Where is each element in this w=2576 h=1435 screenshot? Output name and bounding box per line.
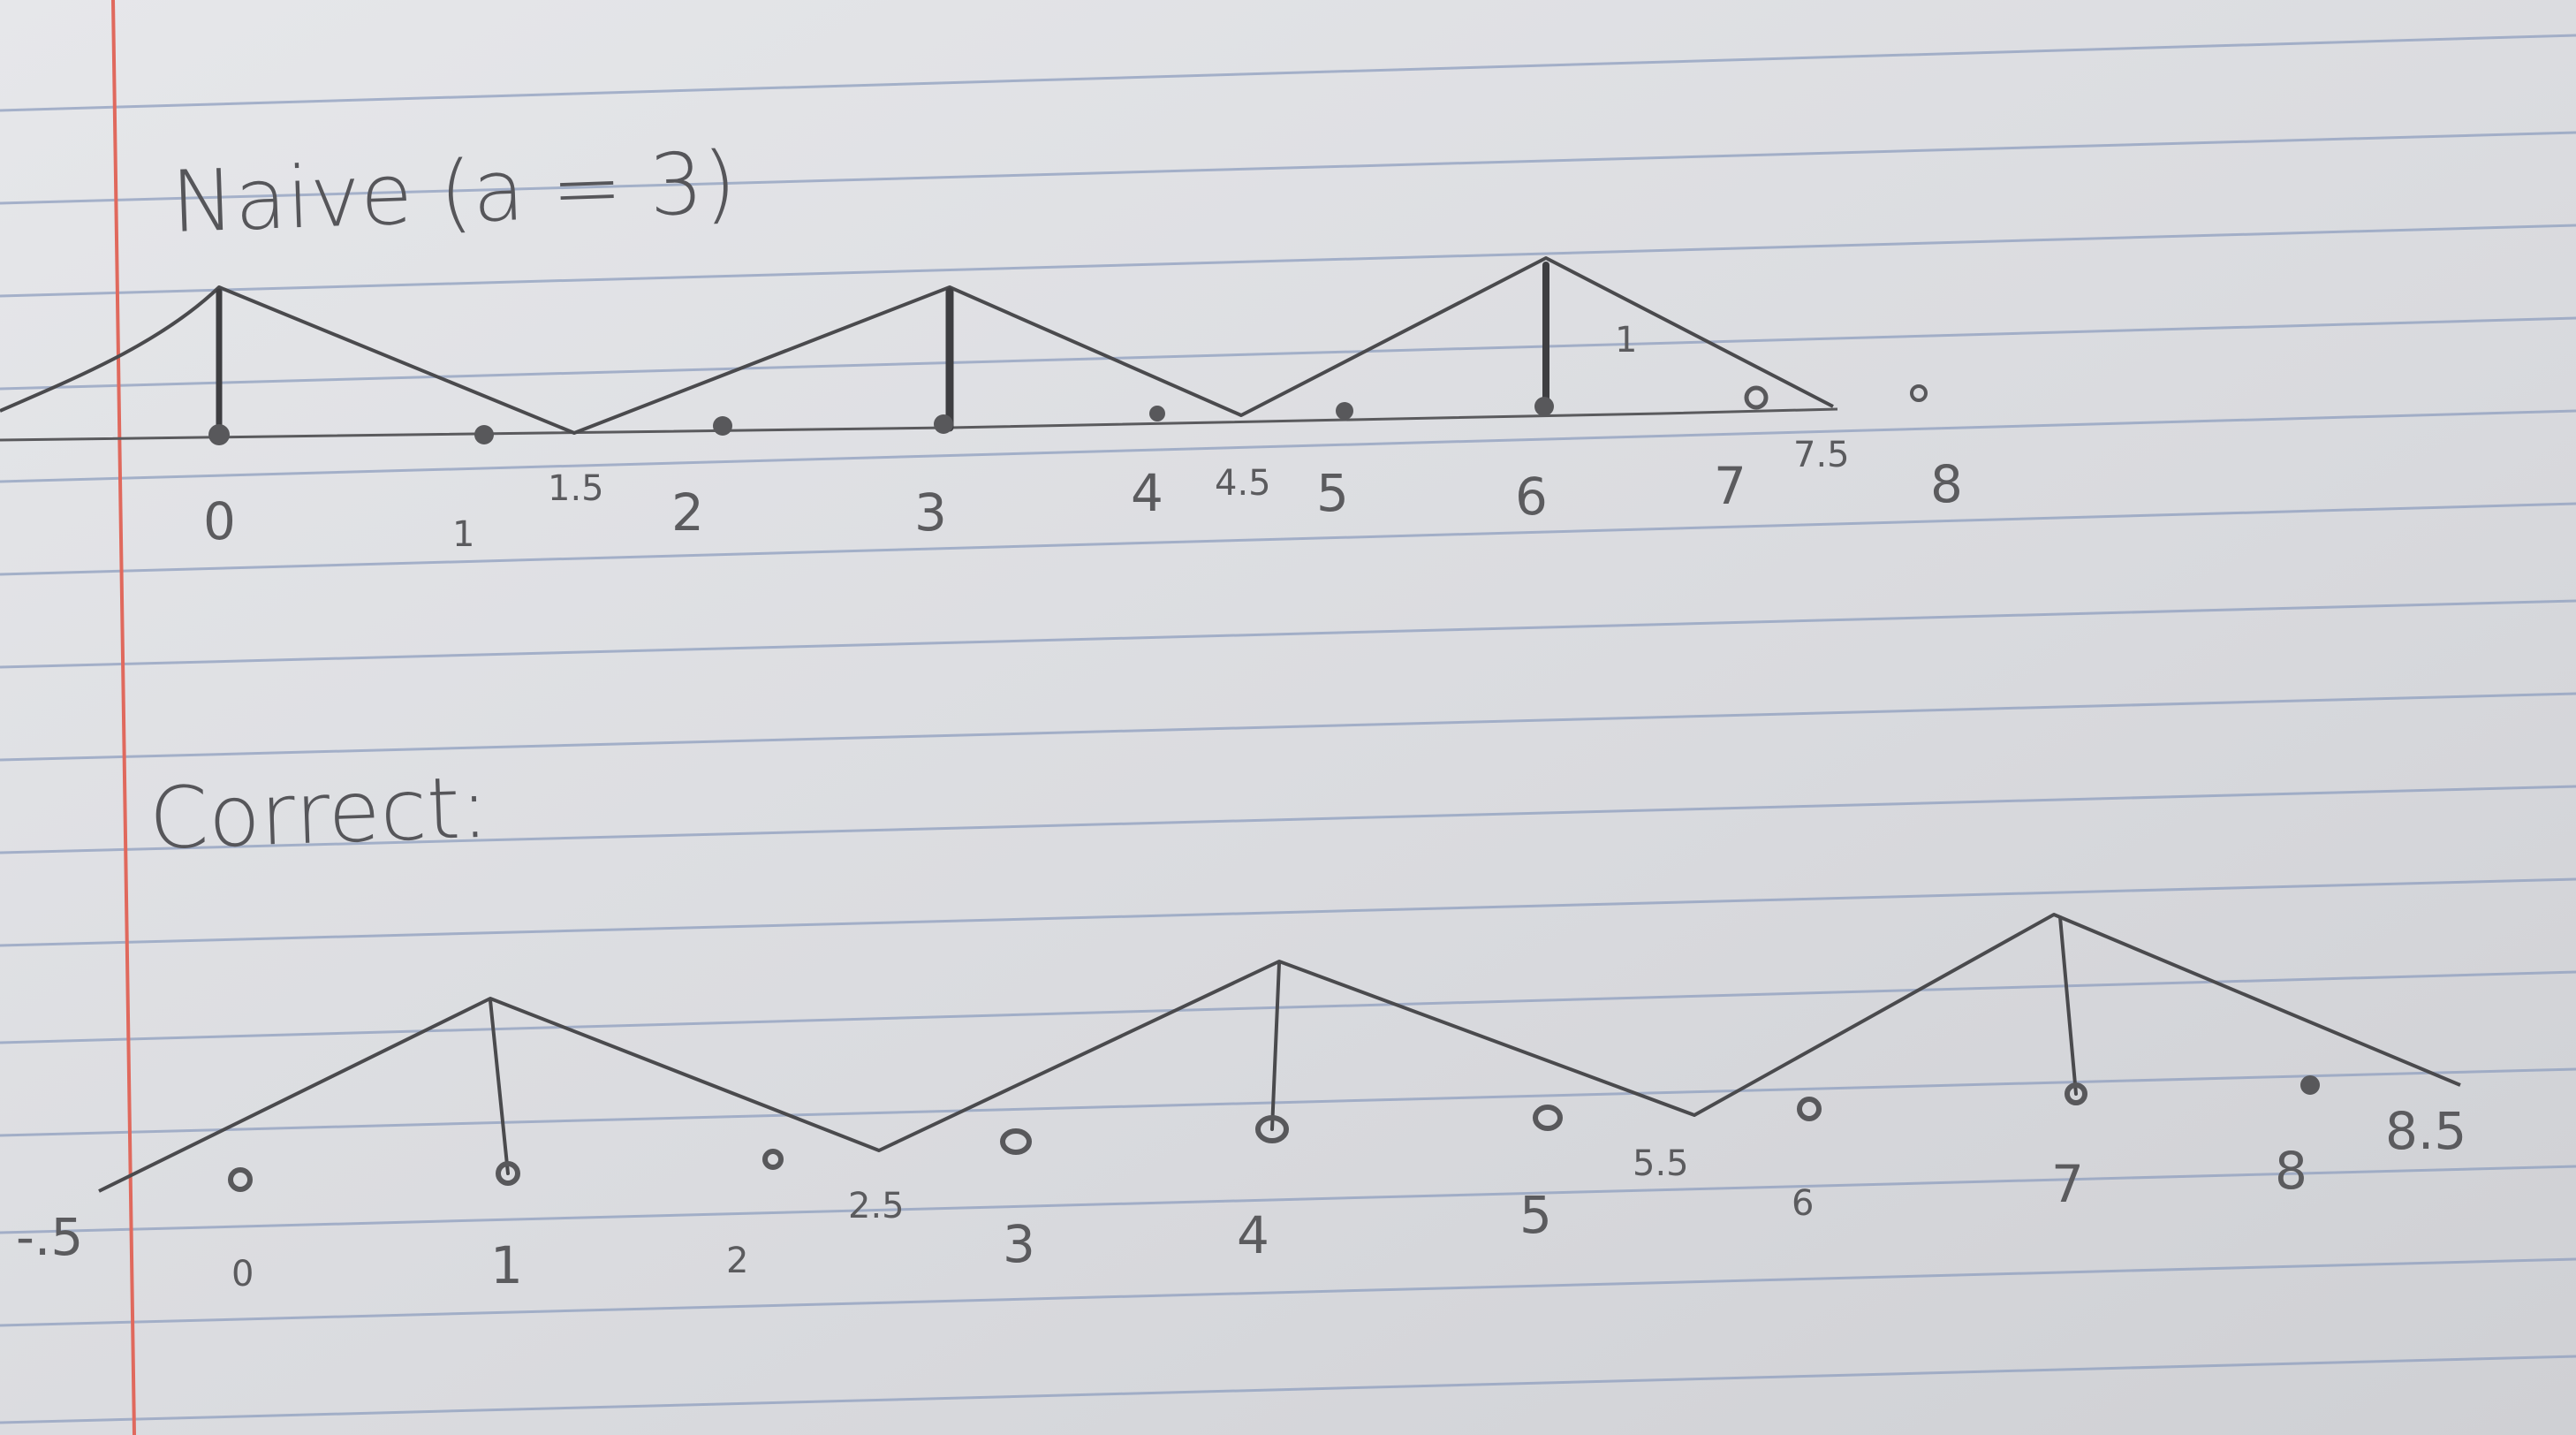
- correct-label: 8: [2275, 1141, 2307, 1201]
- correct-dot-7: [2065, 1082, 2087, 1105]
- correct-label: 4: [1237, 1205, 1269, 1265]
- naive-dot-6: [1534, 397, 1554, 416]
- naive-label: 1: [452, 514, 474, 555]
- naive-dot-7: [1744, 385, 1769, 410]
- naive-label: 3: [914, 482, 947, 543]
- ruled-lines: [0, 34, 2576, 1424]
- correct-dot-2: [762, 1149, 784, 1170]
- naive-label: 1.5: [548, 468, 604, 509]
- naive-label: 4: [1131, 463, 1163, 523]
- naive-dot-5: [1336, 402, 1353, 420]
- naive-dot-0: [208, 424, 230, 445]
- correct-label: 5.5: [1633, 1143, 1689, 1184]
- correct-dot-5: [1533, 1105, 1563, 1131]
- margin-line: [111, 0, 136, 1435]
- correct-label: 5: [1519, 1185, 1552, 1245]
- naive-label: 0: [203, 491, 236, 551]
- naive-triangle-wave: [0, 256, 1834, 435]
- correct-label: 2.5: [848, 1186, 905, 1226]
- correct-label: 2: [726, 1241, 748, 1281]
- correct-stem-1: [489, 998, 510, 1175]
- correct-dot-8: [2300, 1075, 2320, 1095]
- correct-stem-4: [1270, 961, 1281, 1131]
- correct-dot-4: [1255, 1115, 1289, 1143]
- correct-title: Correct:: [148, 758, 490, 869]
- naive-label: 2: [671, 482, 704, 543]
- naive-section: Naive (a = 3) 1 0 1 1.5: [0, 133, 1963, 555]
- correct-stem-7: [2058, 915, 2078, 1096]
- correct-label: 0: [231, 1254, 254, 1295]
- correct-label: 1: [490, 1235, 523, 1295]
- naive-label: 8: [1930, 454, 1963, 514]
- naive-label: 7: [1714, 456, 1746, 516]
- naive-label: 4.5: [1215, 463, 1271, 504]
- naive-stray-mark: 1: [1615, 320, 1637, 361]
- correct-dot-6: [1797, 1097, 1822, 1121]
- naive-title: Naive (a = 3): [170, 133, 739, 252]
- naive-label: 6: [1515, 467, 1548, 527]
- naive-label: 7.5: [1793, 435, 1850, 475]
- correct-section: Correct: -.5 0 1 2 2.5 3: [16, 758, 2466, 1295]
- correct-axis-labels: -.5 0 1 2 2.5 3 4 5 5.5 6 7 8 8.5: [16, 1101, 2466, 1295]
- correct-dot-0: [228, 1167, 253, 1192]
- naive-dot-2: [713, 416, 732, 436]
- naive-dot-3: [934, 414, 953, 434]
- correct-label: 6: [1792, 1183, 1814, 1224]
- naive-axis-labels: 0 1 1.5 2 3 4 4.5 5 6 7 7.5 8: [203, 435, 1963, 555]
- naive-dot-4: [1149, 406, 1165, 421]
- correct-label: 3: [1003, 1214, 1035, 1274]
- correct-label: 8.5: [2385, 1101, 2466, 1161]
- correct-label: 7: [2051, 1154, 2084, 1214]
- naive-dot-1: [474, 425, 494, 444]
- naive-dot-8: [1910, 384, 1928, 402]
- correct-dot-3: [1000, 1128, 1032, 1155]
- correct-label: -.5: [16, 1207, 83, 1267]
- naive-label: 5: [1316, 463, 1349, 523]
- correct-dot-1: [496, 1161, 520, 1186]
